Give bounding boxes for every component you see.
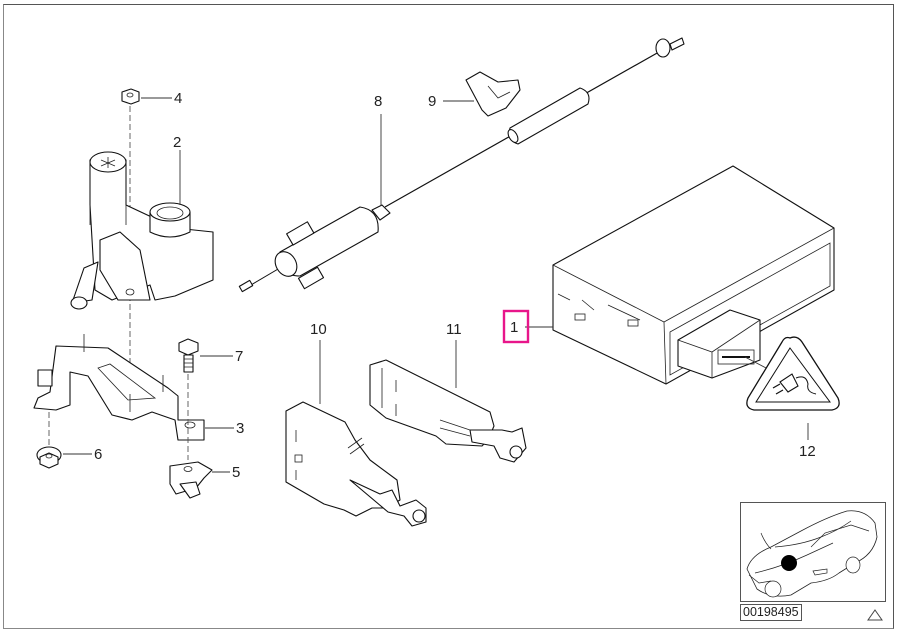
part-4-nut[interactable] [121, 88, 140, 105]
callout-9[interactable]: 9 [428, 93, 436, 110]
part-11-switch[interactable] [369, 359, 527, 463]
car-location-icon [746, 510, 878, 598]
callout-12[interactable]: 12 [799, 443, 816, 460]
callout-10[interactable]: 10 [310, 321, 327, 338]
part-6-flange-nut[interactable] [36, 446, 62, 469]
callout-4[interactable]: 4 [174, 90, 182, 107]
reference-number: 00198495 [740, 604, 802, 621]
callout-1[interactable]: 1 [510, 319, 518, 336]
part-9-clip[interactable] [465, 71, 521, 117]
callout-7[interactable]: 7 [235, 348, 243, 365]
callout-1-highlight [502, 309, 530, 344]
callout-8[interactable]: 8 [374, 93, 382, 110]
part-10-switch[interactable] [285, 401, 427, 527]
part-2-actuator[interactable] [70, 151, 214, 310]
callout-11[interactable]: 11 [446, 321, 462, 338]
vehicle-location-thumbnail[interactable] [740, 502, 886, 602]
location-marker [781, 555, 797, 571]
part-1-control-unit[interactable] [552, 165, 835, 385]
part-3-bracket[interactable] [33, 334, 205, 441]
plug-icon [772, 373, 817, 395]
part-7-bolt[interactable] [178, 338, 199, 373]
triangle-icon[interactable] [866, 608, 884, 622]
diagram-frame [3, 4, 894, 629]
callout-6[interactable]: 6 [94, 446, 102, 463]
part-8-cable[interactable] [238, 37, 685, 293]
part-5-clip-nut[interactable] [169, 461, 213, 499]
callout-3[interactable]: 3 [236, 420, 244, 437]
callout-5[interactable]: 5 [232, 464, 240, 481]
callout-2[interactable]: 2 [173, 134, 181, 151]
part-12-warning-label[interactable] [746, 336, 840, 411]
